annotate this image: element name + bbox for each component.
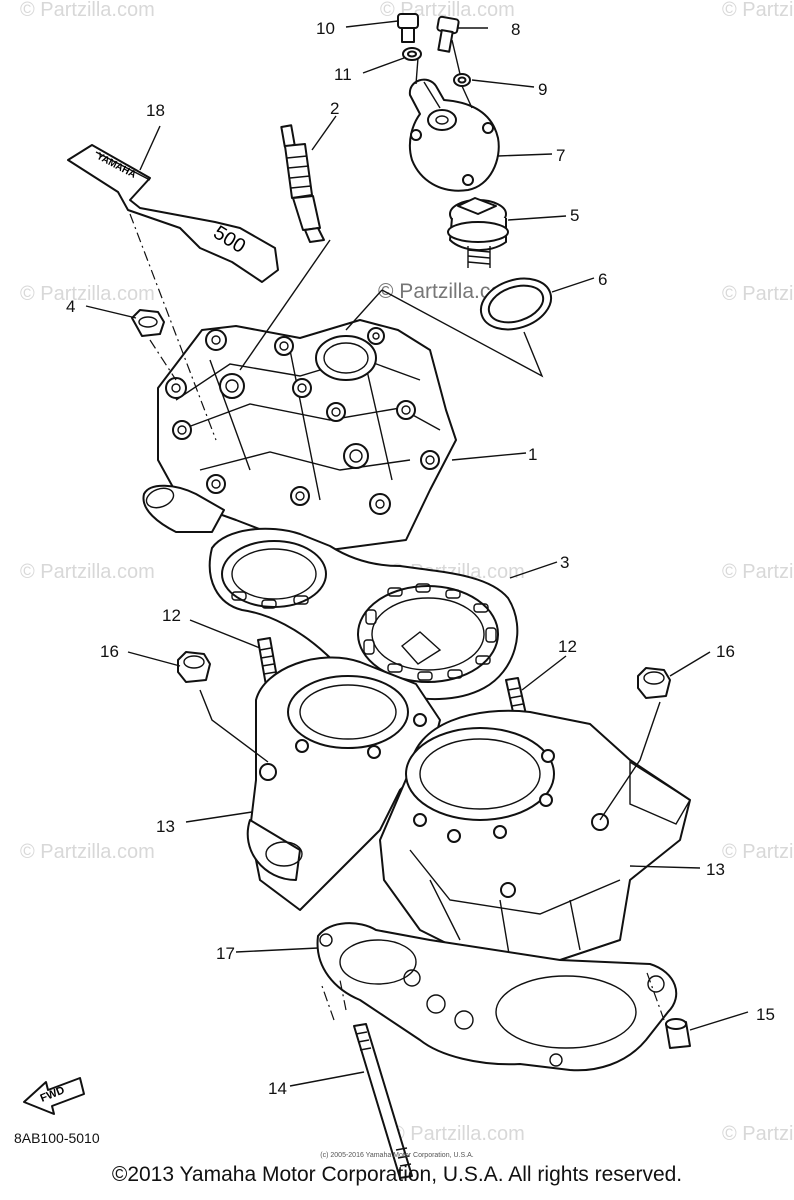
callout-12-right: 12 bbox=[558, 637, 577, 656]
callout-14: 14 bbox=[268, 1079, 287, 1098]
part-18-cover-plate: YAMAHA 500 bbox=[67, 144, 279, 283]
watermark: © Partzilla.com bbox=[20, 561, 155, 583]
callout-8: 8 bbox=[511, 20, 520, 39]
part-11-washer bbox=[402, 47, 422, 61]
watermark: © Partzilla.com bbox=[722, 1123, 794, 1145]
callout-16-left: 16 bbox=[100, 642, 119, 661]
watermark: © Partzilla.com bbox=[722, 0, 794, 21]
part-7-thermostat-cover bbox=[408, 78, 500, 192]
callout-1: 1 bbox=[528, 445, 537, 464]
callout-4: 4 bbox=[66, 297, 75, 316]
watermark: © Partzilla.com bbox=[722, 283, 794, 305]
part-9-washer bbox=[453, 73, 471, 87]
callout-6: 6 bbox=[598, 270, 607, 289]
diagram-code: 8AB100-5010 bbox=[14, 1130, 100, 1146]
watermark: © Partzilla.com bbox=[20, 841, 155, 863]
watermark: © Partzilla.com bbox=[390, 1123, 525, 1145]
watermark: © Partzilla.com bbox=[722, 561, 794, 583]
part-5-thermostat bbox=[447, 197, 509, 268]
part-3-head-gasket bbox=[208, 527, 519, 700]
part-1-cylinder-head bbox=[142, 319, 457, 551]
callout-7: 7 bbox=[556, 146, 565, 165]
part-6-o-ring bbox=[479, 277, 553, 331]
callout-16-right: 16 bbox=[716, 642, 735, 661]
callout-15: 15 bbox=[756, 1005, 775, 1024]
watermark-dark: © Partzilla.com bbox=[378, 280, 520, 303]
callout-9: 9 bbox=[538, 80, 547, 99]
fine-print: (c) 2005-2016 Yamaha Motor Corporation, … bbox=[320, 1152, 474, 1159]
part-10-bolt bbox=[397, 13, 419, 43]
callout-3: 3 bbox=[560, 553, 569, 572]
part-13-cylinder-left bbox=[246, 656, 441, 911]
watermark: © Partzilla.com bbox=[20, 0, 155, 21]
fwd-arrow-icon: FWD bbox=[23, 1077, 85, 1115]
callout-10: 10 bbox=[316, 19, 335, 38]
part-8-bolt bbox=[436, 15, 460, 53]
part-4-nut bbox=[131, 309, 165, 337]
part-17-base-gasket bbox=[316, 922, 678, 1072]
callout-13-right: 13 bbox=[706, 860, 725, 879]
callout-11: 11 bbox=[334, 65, 352, 84]
callout-13-left: 13 bbox=[156, 817, 175, 836]
callout-12-left: 12 bbox=[162, 606, 181, 625]
watermark: © Partzilla.com bbox=[20, 283, 155, 305]
watermark: © Partzilla.com bbox=[722, 841, 794, 863]
callout-18: 18 bbox=[146, 101, 165, 120]
callout-labels: 1 2 3 4 5 6 7 8 9 10 11 12 12 13 13 14 1… bbox=[66, 19, 775, 1098]
callout-2: 2 bbox=[330, 99, 339, 118]
callout-5: 5 bbox=[570, 206, 579, 225]
part-2-spark-plug bbox=[280, 124, 325, 243]
part-15-dowel-pin bbox=[665, 1018, 691, 1049]
leader-lines bbox=[85, 20, 749, 1087]
part-16-nut-right bbox=[637, 667, 671, 699]
part-16-nut-left bbox=[177, 651, 211, 683]
copyright-notice: ©2013 Yamaha Motor Corporation, U.S.A. A… bbox=[111, 1163, 683, 1186]
part-14-long-stud bbox=[353, 1023, 413, 1179]
callout-17: 17 bbox=[216, 944, 235, 963]
